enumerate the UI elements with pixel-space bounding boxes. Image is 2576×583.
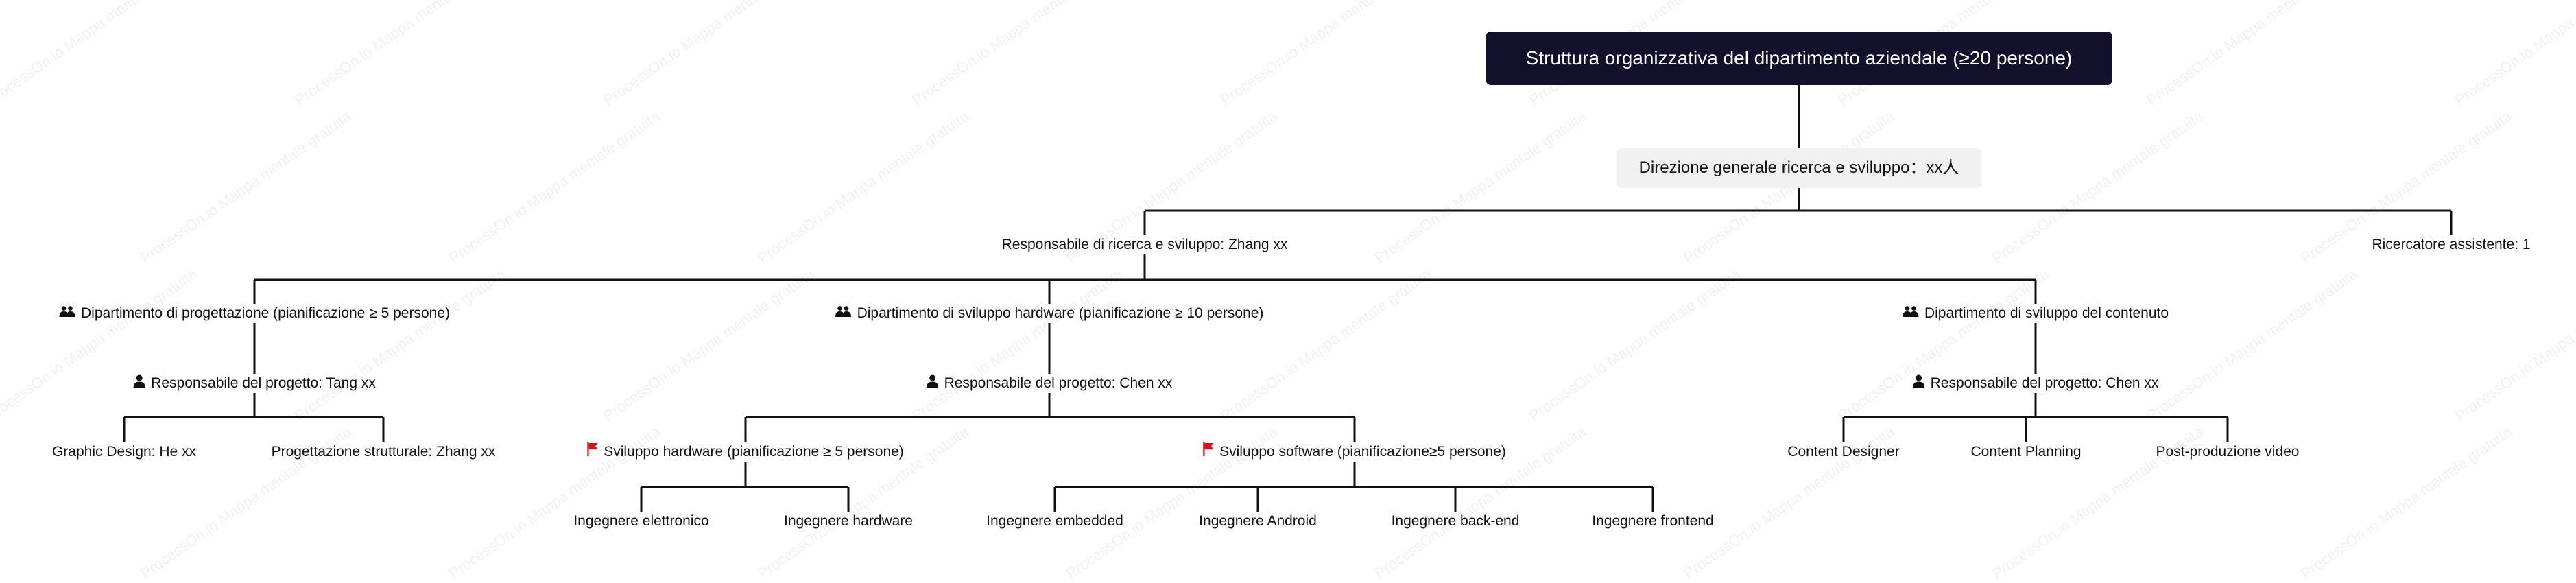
ingegnere-backend-label: Ingegnere back-end — [1391, 513, 1520, 529]
content-planning-node[interactable]: Content Planning — [1970, 442, 2081, 462]
connector-line — [1842, 393, 2229, 442]
group-icon — [59, 304, 75, 323]
dip-progettazione-node[interactable]: Dipartimento di progettazione (pianifica… — [59, 304, 450, 323]
root-node[interactable]: Struttura organizzativa del dipartimento… — [1486, 32, 2112, 85]
flag-icon — [1203, 442, 1214, 462]
person-icon — [1913, 374, 1925, 393]
connector-line — [123, 393, 385, 442]
connector-line — [253, 254, 2037, 304]
person-icon — [133, 374, 145, 393]
direzione-rd-node[interactable]: Direzione generale ricerca e sviluppo：xx… — [1616, 148, 1982, 188]
ricercatore-node[interactable]: Ricercatore assistente: 1 — [2372, 235, 2530, 254]
ingegnere-elettronico-node[interactable]: Ingegnere elettronico — [573, 512, 708, 531]
post-produzione-node[interactable]: Post-produzione video — [2156, 442, 2300, 462]
resp-tang-label: Responsabile del progetto: Tang xx — [151, 375, 376, 391]
dip-contenuto-label: Dipartimento di sviluppo del contenuto — [1924, 305, 2169, 321]
person-icon — [927, 374, 939, 393]
ingegnere-frontend-node[interactable]: Ingegnere frontend — [1592, 512, 1713, 531]
dip-progettazione-label: Dipartimento di progettazione (pianifica… — [81, 305, 450, 321]
sviluppo-hardware-label: Sviluppo hardware (pianificazione ≥ 5 pe… — [604, 444, 904, 460]
resp-chen-hw-label: Responsabile del progetto: Chen xx — [944, 375, 1173, 391]
resp-chen-hw-node[interactable]: Responsabile del progetto: Chen xx — [927, 374, 1173, 393]
connector-line — [744, 393, 1356, 442]
resp-rd-label: Responsabile di ricerca e sviluppo: Zhan… — [1001, 237, 1288, 252]
content-designer-node[interactable]: Content Designer — [1787, 442, 1899, 462]
resp-chen-cont-label: Responsabile del progetto: Chen xx — [1930, 375, 2159, 391]
ingegnere-hardware-label: Ingegnere hardware — [784, 513, 913, 529]
ricercatore-label: Ricercatore assistente: 1 — [2372, 237, 2531, 252]
sviluppo-hardware-node[interactable]: Sviluppo hardware (pianificazione ≥ 5 pe… — [587, 442, 904, 462]
connector-line — [1053, 462, 1654, 512]
post-produzione-label: Post-produzione video — [2156, 444, 2300, 460]
ingegnere-embedded-label: Ingegnere embedded — [986, 513, 1123, 529]
resp-chen-cont-node[interactable]: Responsabile del progetto: Chen xx — [1913, 374, 2159, 393]
dip-hardware-node[interactable]: Dipartimento di sviluppo hardware (piani… — [835, 304, 1264, 323]
flag-icon — [587, 442, 598, 462]
ingegnere-backend-node[interactable]: Ingegnere back-end — [1392, 512, 1520, 531]
ingegnere-android-label: Ingegnere Android — [1199, 513, 1317, 529]
ingegnere-frontend-label: Ingegnere frontend — [1592, 513, 1714, 529]
ingegnere-elettronico-label: Ingegnere elettronico — [573, 513, 709, 529]
dip-hardware-label: Dipartimento di sviluppo hardware (piani… — [857, 305, 1264, 321]
sviluppo-software-label: Sviluppo software (pianificazione≥5 pers… — [1219, 444, 1506, 460]
content-planning-label: Content Planning — [1970, 444, 2082, 460]
group-icon — [835, 304, 852, 323]
ingegnere-android-node[interactable]: Ingegnere Android — [1199, 512, 1317, 531]
progettazione-strutturale-label: Progettazione strutturale: Zhang xx — [271, 444, 496, 460]
resp-tang-node[interactable]: Responsabile del progetto: Tang xx — [133, 374, 376, 393]
graphic-design-node[interactable]: Graphic Design: He xx — [52, 442, 196, 462]
connector-line — [1143, 188, 2453, 235]
dip-contenuto-node[interactable]: Dipartimento di sviluppo del contenuto — [1903, 304, 2169, 323]
graphic-design-label: Graphic Design: He xx — [51, 444, 197, 460]
ingegnere-hardware-node[interactable]: Ingegnere hardware — [784, 512, 913, 531]
resp-rd-node[interactable]: Responsabile di ricerca e sviluppo: Zhan… — [1002, 235, 1288, 254]
root-node-label: Struttura organizzativa del dipartimento… — [1525, 47, 2073, 69]
sviluppo-software-node[interactable]: Sviluppo software (pianificazione≥5 pers… — [1203, 442, 1506, 462]
progettazione-strutturale-node[interactable]: Progettazione strutturale: Zhang xx — [272, 442, 496, 462]
connector-line — [640, 462, 850, 512]
direzione-rd-label: Direzione generale ricerca e sviluppo：xx… — [1638, 158, 1959, 177]
ingegnere-embedded-node[interactable]: Ingegnere embedded — [986, 512, 1123, 531]
group-icon — [1903, 304, 1919, 323]
content-designer-label: Content Designer — [1787, 444, 1900, 460]
